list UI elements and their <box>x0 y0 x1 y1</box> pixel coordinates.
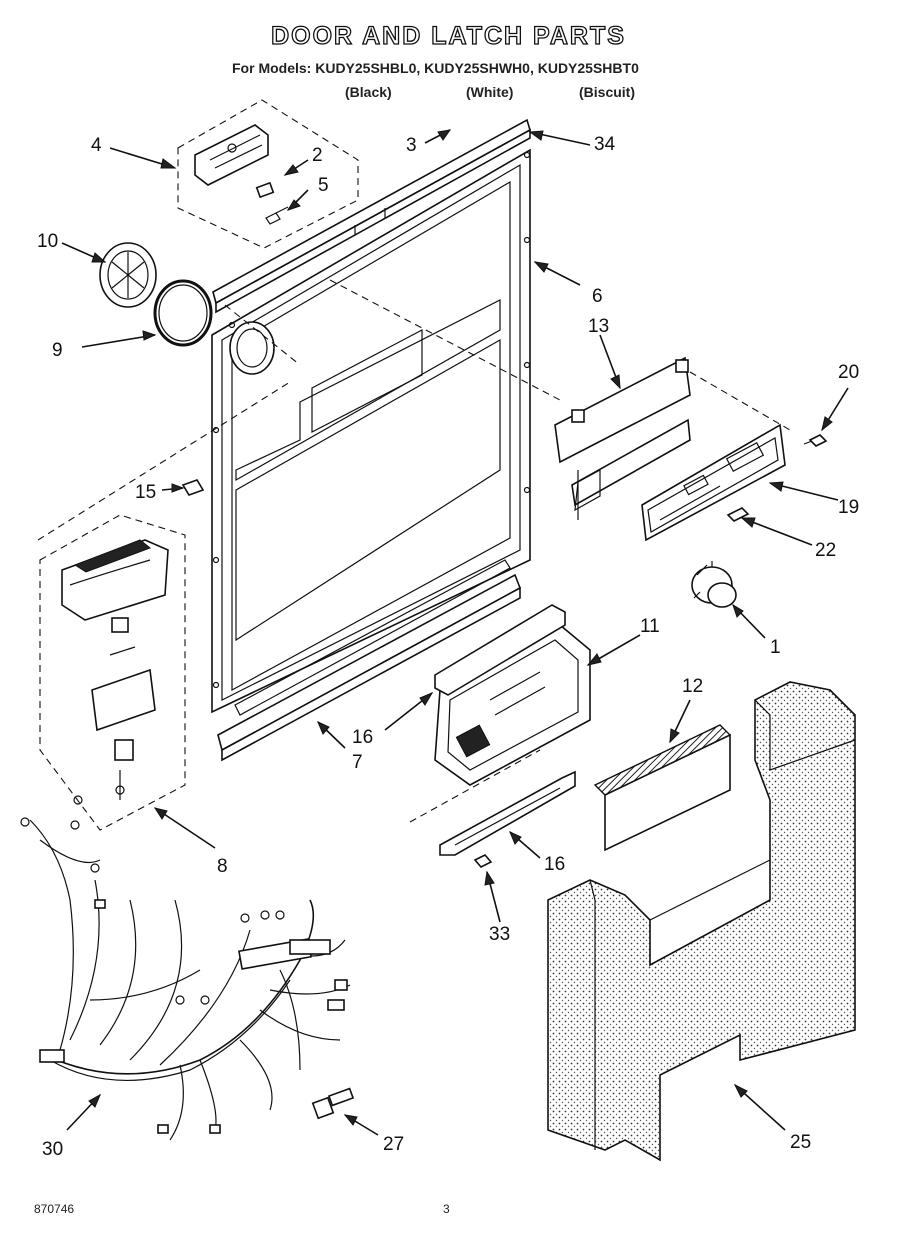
page-title: DOOR AND LATCH PARTS <box>270 21 626 50</box>
callout-25: 25 <box>790 1132 811 1153</box>
handle-cap-upper <box>434 604 566 696</box>
panel-screw <box>803 434 828 447</box>
callout-34: 34 <box>594 134 616 155</box>
handle-screw <box>473 854 493 868</box>
callout-16-upper: 16 <box>352 727 373 748</box>
model-numbers: For Models: KUDY25SHBL0, KUDY25SHWH0, KU… <box>232 60 639 76</box>
callout-5: 5 <box>318 175 329 196</box>
callout-20: 20 <box>838 362 859 383</box>
vent-gasket <box>153 279 213 347</box>
latch-assembly <box>39 514 186 831</box>
page-number: 3 <box>443 1202 450 1216</box>
wire-connector <box>311 1087 355 1120</box>
callout-4: 4 <box>91 135 102 156</box>
callout-7: 7 <box>352 752 363 773</box>
callout-19: 19 <box>838 497 859 518</box>
callout-16-lower: 16 <box>544 854 565 875</box>
callout-11: 11 <box>640 616 660 637</box>
callout-8: 8 <box>217 856 228 877</box>
callout-13: 13 <box>588 316 609 337</box>
callout-9: 9 <box>52 340 63 361</box>
selector-knob <box>691 561 737 608</box>
door-clip <box>181 479 205 496</box>
callout-27: 27 <box>383 1134 404 1155</box>
control-panel <box>641 423 786 542</box>
door-insulation <box>547 681 856 1162</box>
bottom-door-trim <box>217 559 521 762</box>
callout-6: 6 <box>592 286 603 307</box>
top-door-trim <box>212 118 531 314</box>
callout-3: 3 <box>406 135 417 156</box>
callout-30: 30 <box>42 1139 63 1160</box>
callout-15: 15 <box>135 482 156 503</box>
callout-22: 22 <box>815 540 836 561</box>
leader-lines <box>61 129 849 1136</box>
insulation-strip <box>593 724 732 852</box>
inner-door-panel <box>211 148 531 714</box>
wire-harness <box>20 795 351 1141</box>
callout-12: 12 <box>682 676 703 697</box>
handle-cap-lower <box>439 770 576 856</box>
variant-biscuit: (Biscuit) <box>579 84 635 100</box>
callout-1: 1 <box>770 637 781 658</box>
vent-cover <box>99 242 157 308</box>
document-number: 870746 <box>34 1202 75 1216</box>
callout-33: 33 <box>489 924 510 945</box>
variant-white: (White) <box>466 84 514 100</box>
callout-10: 10 <box>37 231 58 252</box>
variant-black: (Black) <box>345 84 392 100</box>
vent-assembly <box>177 99 359 249</box>
callout-2: 2 <box>312 145 323 166</box>
panel-clip <box>726 507 750 522</box>
latch-bracket <box>554 356 691 520</box>
